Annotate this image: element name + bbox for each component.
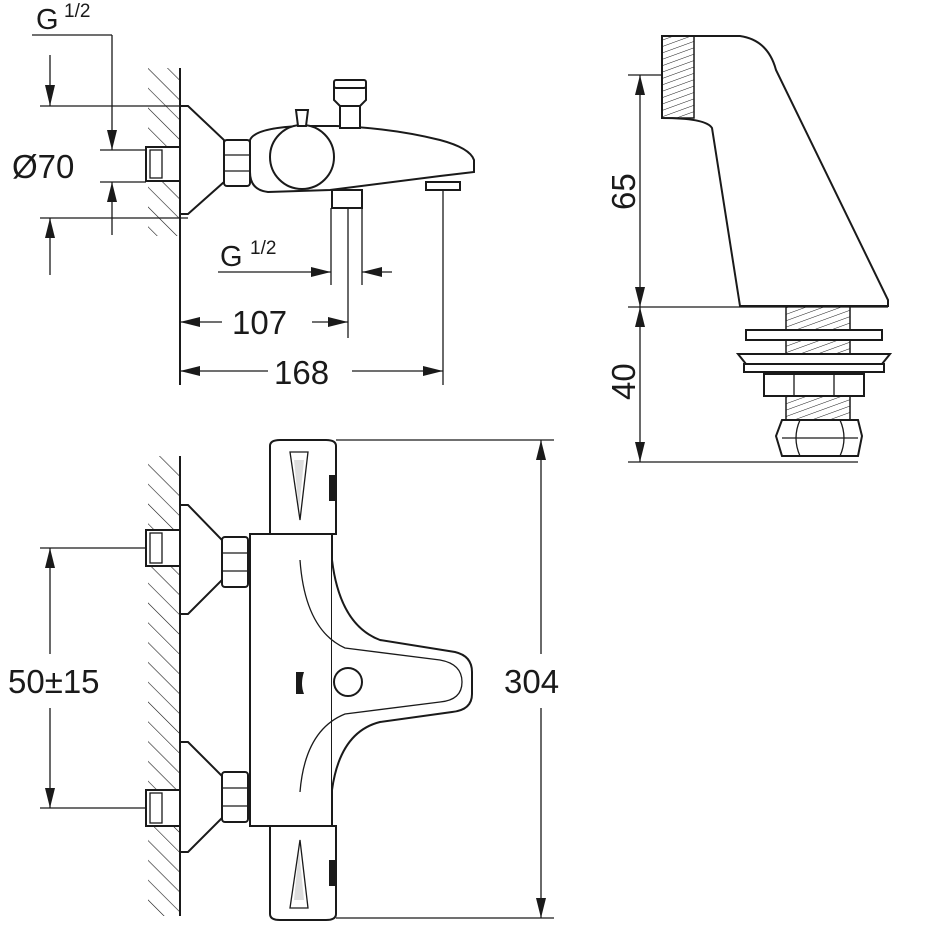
control-handle xyxy=(269,124,335,190)
inlet-pipe xyxy=(145,146,181,182)
upper-wall-flange xyxy=(179,504,223,615)
wall-flange xyxy=(179,105,225,215)
thread-label-top: G 1/2 xyxy=(36,1,90,36)
bottom-handle xyxy=(269,825,337,921)
dim-65-label: 65 xyxy=(605,173,642,210)
dim-spacing-label: 50±15 xyxy=(8,663,100,700)
upper-inlet-pipe xyxy=(145,529,181,567)
handle-nub xyxy=(294,109,310,127)
thread-label-bottom: G 1/2 xyxy=(220,238,276,273)
lower-inlet-pipe xyxy=(145,789,181,827)
bottom-outlet xyxy=(331,189,363,209)
dim-107-label: 107 xyxy=(232,304,287,341)
lower-wall-flange xyxy=(179,741,223,853)
side-view: G 1/2 Ø70 G 1/2 107 xyxy=(12,1,475,391)
spout-front xyxy=(331,559,473,791)
front-view: 304 50±15 xyxy=(8,439,559,921)
diverter-stem xyxy=(339,105,361,129)
upper-union-nut xyxy=(221,536,249,588)
diameter-label: Ø70 xyxy=(12,148,74,185)
connector-view: 65 40 xyxy=(605,35,893,463)
top-handle xyxy=(269,439,337,535)
washer-top xyxy=(745,329,883,341)
svg-text:G: G xyxy=(220,241,243,273)
svg-text:1/2: 1/2 xyxy=(64,1,90,22)
svg-text:G: G xyxy=(36,4,59,36)
lower-union-nut xyxy=(221,771,249,823)
indicator-mark xyxy=(296,672,304,694)
wall-hatch-front xyxy=(148,456,180,916)
inlet-pipe-inner xyxy=(149,149,163,179)
diverter-button xyxy=(333,667,363,697)
lock-nut xyxy=(763,373,865,397)
connector-thread xyxy=(661,35,695,119)
dim-304-label: 304 xyxy=(504,663,559,700)
union-nut xyxy=(223,139,251,187)
spout-outlet xyxy=(425,181,461,191)
washer-bottom xyxy=(735,353,893,365)
connector-body xyxy=(661,35,889,307)
dim-40-label: 40 xyxy=(605,363,642,400)
svg-text:1/2: 1/2 xyxy=(250,238,276,259)
thermostat-body xyxy=(249,533,333,827)
dim-168-label: 168 xyxy=(274,354,329,391)
